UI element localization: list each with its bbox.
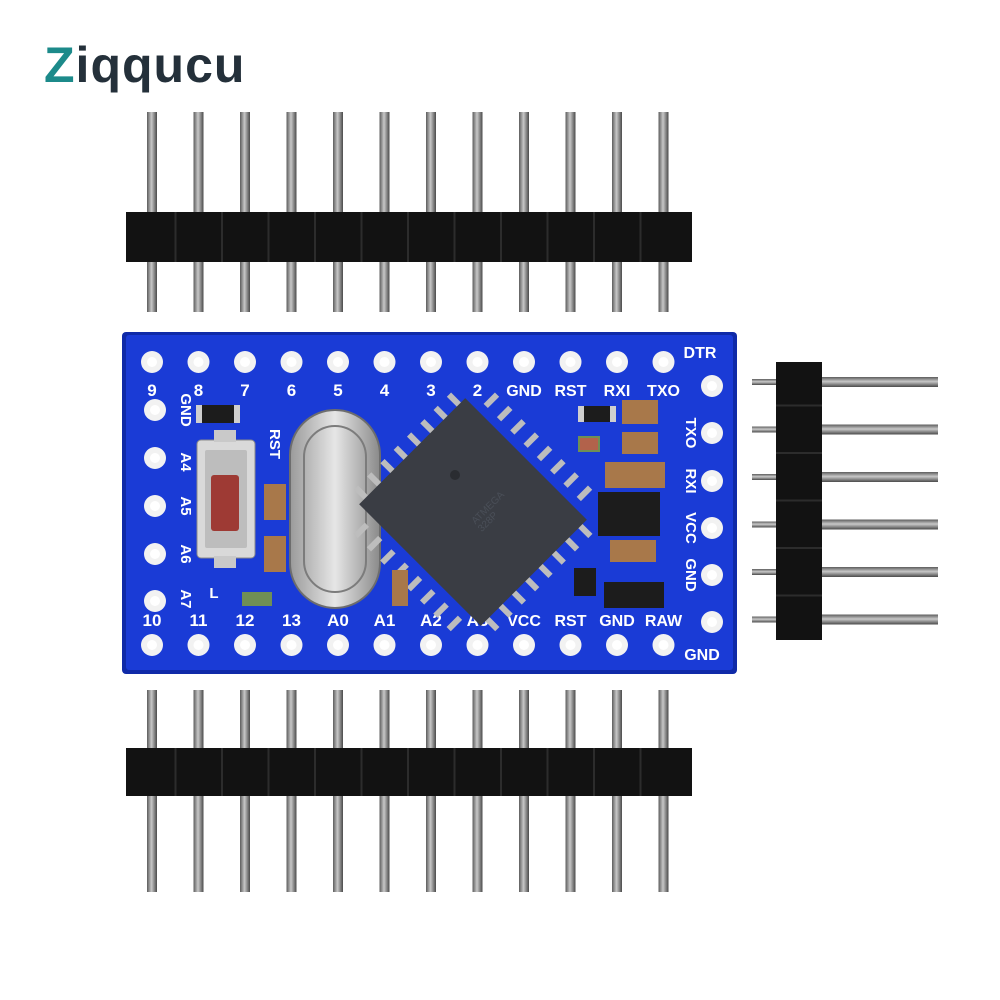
top-pin-label: 2 [473,381,482,400]
top-pin-label: GND [506,383,542,400]
top-pin-header [126,112,692,312]
right-side-label: VCC [682,512,699,544]
reset-button [196,430,256,568]
top-pin-label: RST [555,383,587,400]
gnd-corner-label: GND [684,647,720,664]
bottom-pin-label: RAW [645,613,683,630]
smd-components [196,400,665,608]
top-pin-label: 4 [380,381,390,400]
right-header-pin [820,424,938,435]
left-side-label: A4 [177,452,194,472]
right-header-pin [820,472,938,482]
right-side-label: RXI [682,468,699,493]
top-pin-label: 5 [333,381,342,400]
bottom-pin-label: VCC [507,613,541,630]
led-label: L [209,585,218,602]
bottom-pin-label: 13 [282,611,301,630]
top-pin-label: TXO [647,383,680,400]
right-header-pin [820,614,938,625]
bottom-pin-label: 11 [190,611,208,630]
right-side-label: TXO [682,418,699,449]
top-pin-label: 3 [426,381,435,400]
left-side-label: A5 [177,496,194,515]
top-pin-label: 7 [240,381,249,400]
right-side-label: GND [682,558,699,592]
bottom-pin-label: RST [555,613,587,630]
pcb-holes [141,351,723,656]
left-side-label: A6 [177,544,194,563]
bottom-pin-label: GND [599,613,635,630]
right-header-pin [820,567,938,577]
top-pin-label: 8 [194,381,203,400]
right-header-pin [820,377,938,387]
left-side-label: A7 [177,589,194,608]
brand-logo: Ziqqucu [44,37,246,93]
pcb-board: 98765432GNDRSTRXITXO10111213A0A1A2A3VCCR… [122,332,737,674]
top-pin-label: 6 [287,381,296,400]
bottom-pin-label: 10 [143,611,162,630]
bottom-pin-label: A1 [374,611,396,630]
reset-label: RST [266,429,283,459]
right-angle-pin-header [752,362,938,640]
right-header-pin [820,519,938,530]
left-side-label: GND [177,393,194,427]
bottom-pin-header [126,690,692,892]
bottom-pin-label: 12 [236,611,255,630]
dtr-label: DTR [684,345,717,362]
top-pin-label: RXI [604,383,631,400]
brand-logo-text: iqqucu [75,37,246,93]
bottom-pin-label: A0 [327,611,349,630]
top-pin-label: 9 [147,381,156,400]
